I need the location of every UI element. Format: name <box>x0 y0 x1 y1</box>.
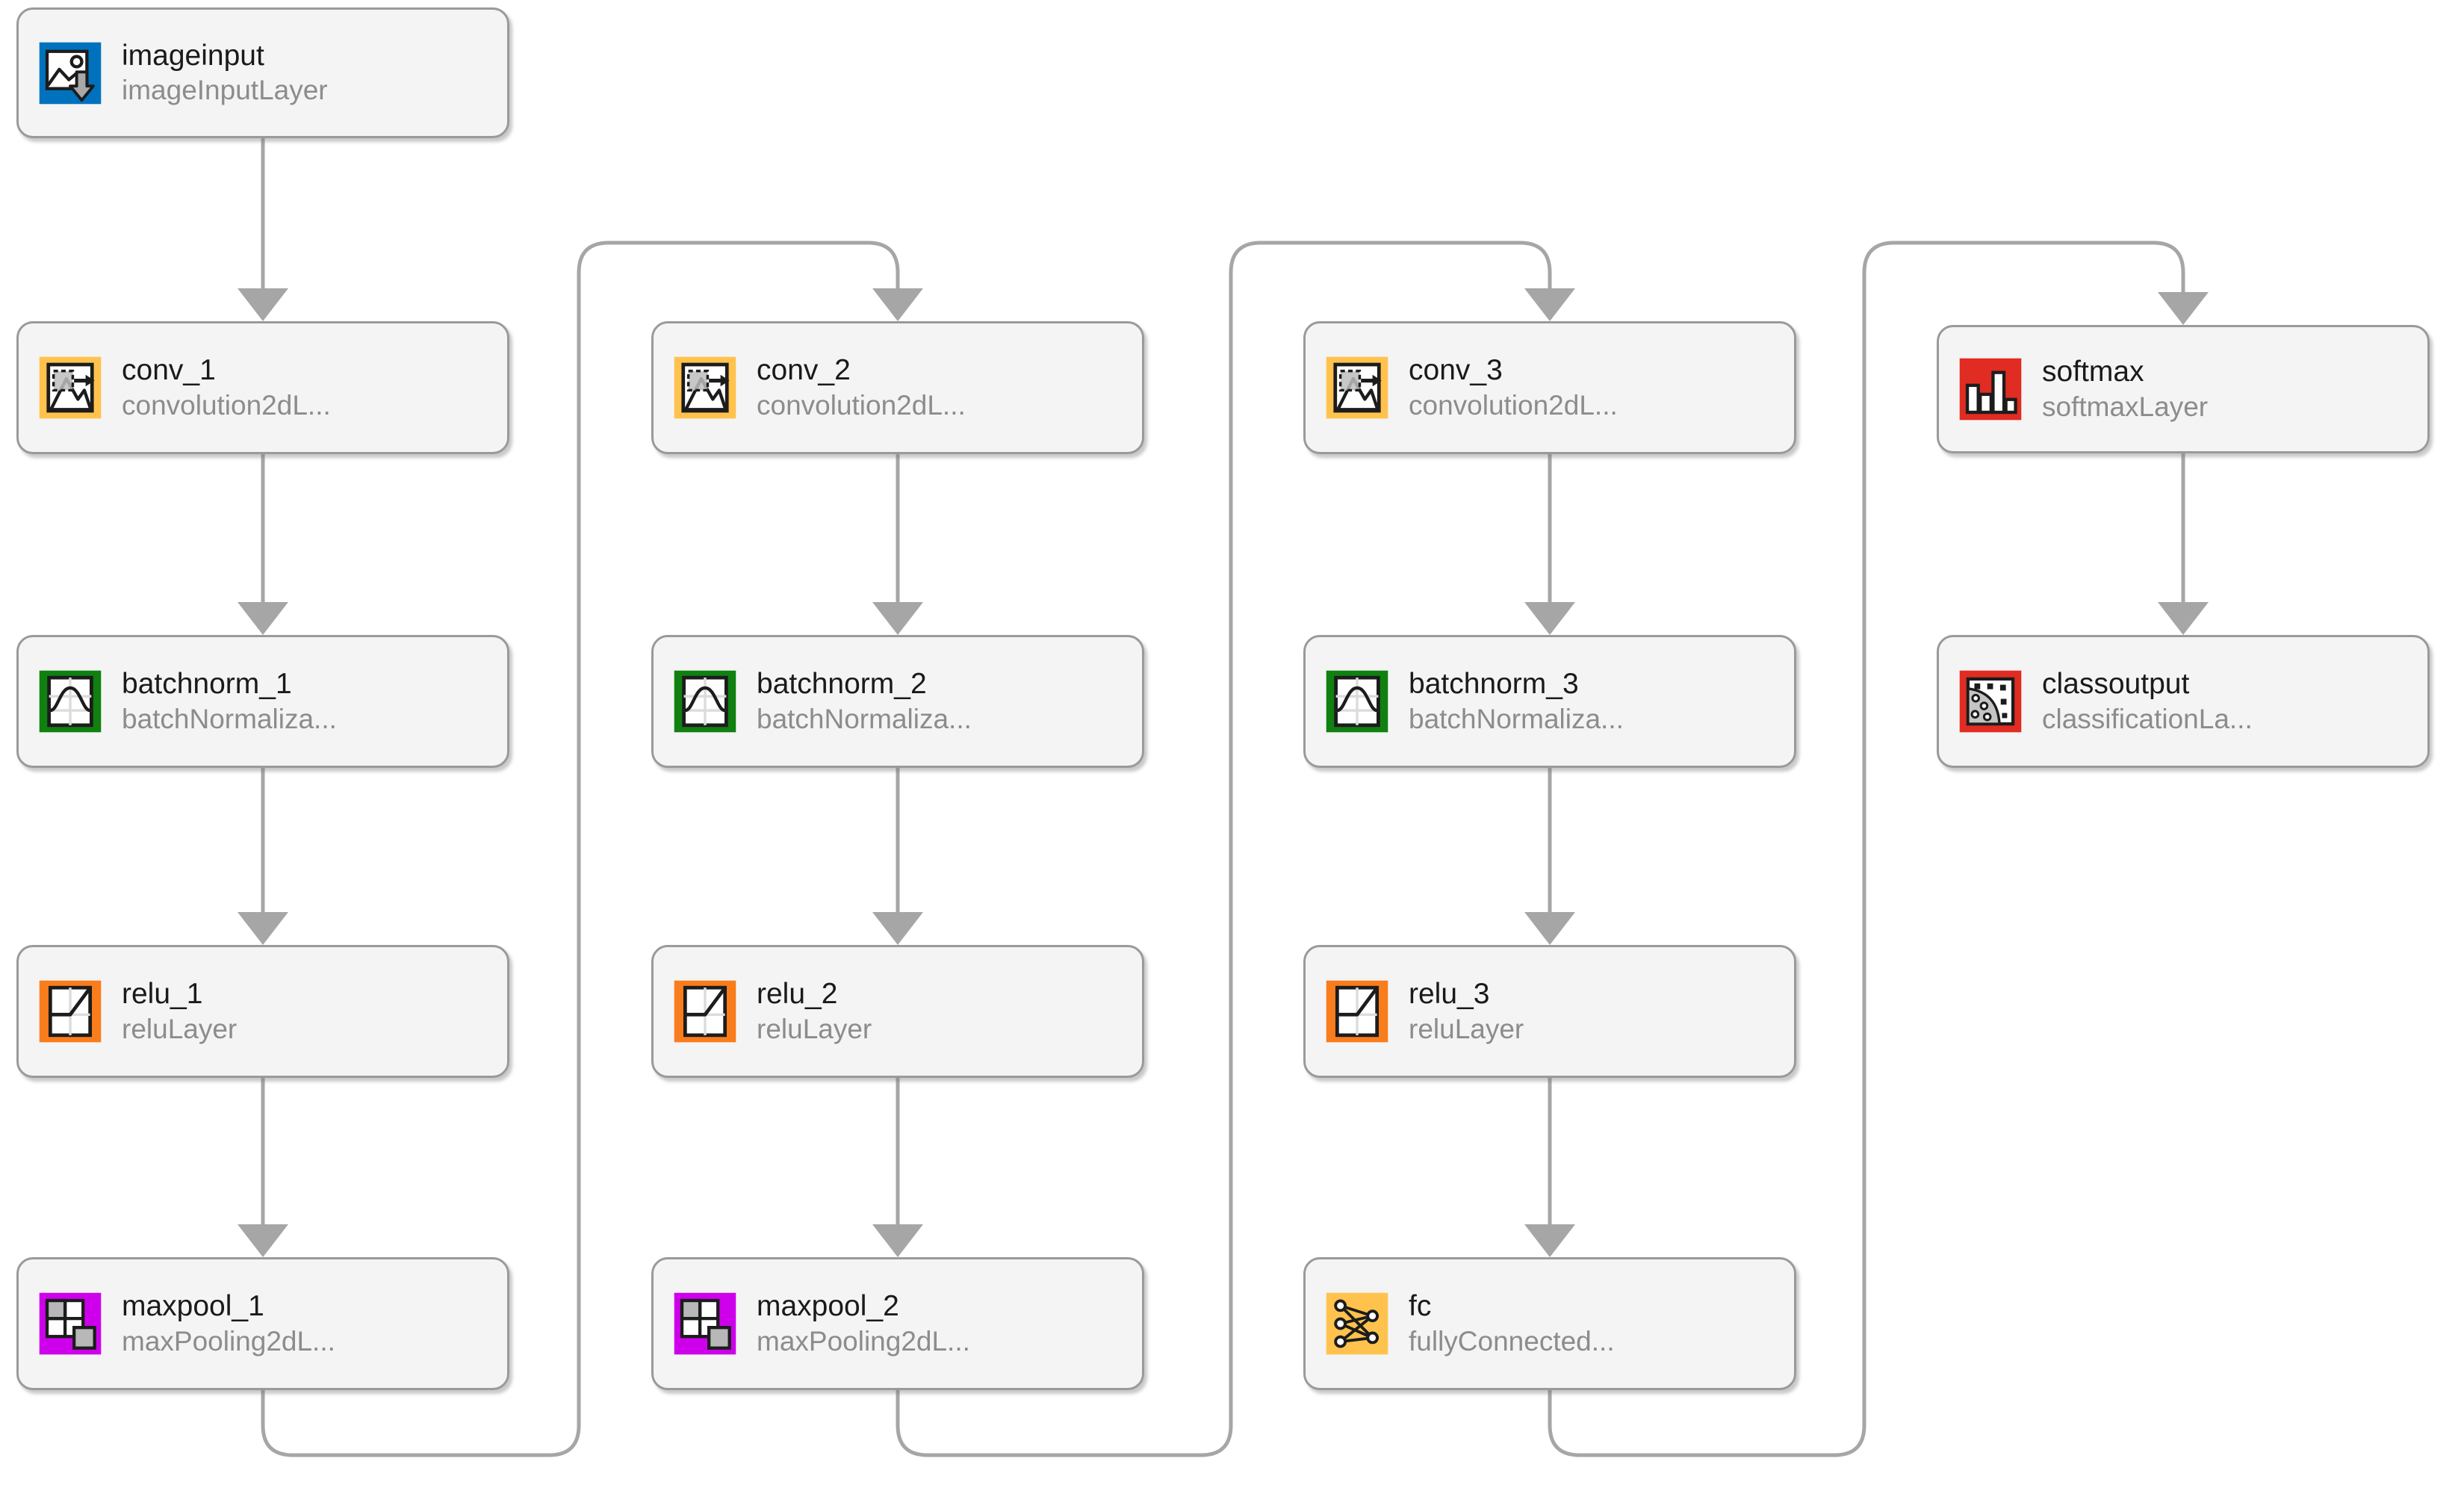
edge-relu_2-maxpool_2-arrowhead <box>872 1224 923 1257</box>
layer-node-type: convolution2dL... <box>122 389 331 421</box>
layer-node-name: conv_3 <box>1409 354 1503 387</box>
convolution-icon <box>673 356 737 420</box>
edge-conv_1-batchnorm_1-arrowhead <box>238 602 288 635</box>
edge-imageinput-conv_1-arrowhead <box>238 288 288 321</box>
layer-node-name: conv_2 <box>757 354 851 387</box>
layer-node-name: maxpool_2 <box>757 1290 899 1323</box>
layer-node-type: classificationLa... <box>2042 703 2253 734</box>
layer-node-type: reluLayer <box>1409 1013 1524 1044</box>
edge-relu_3-fc-arrowhead <box>1524 1224 1575 1257</box>
layer-node-type: batchNormaliza... <box>1409 703 1624 734</box>
layer-node-name: conv_1 <box>122 354 216 387</box>
edge-batchnorm_3-relu_3-arrowhead <box>1524 912 1575 945</box>
image-input-icon <box>38 41 102 105</box>
softmax-icon <box>1958 357 2023 421</box>
layer-node-type: convolution2dL... <box>1409 389 1618 421</box>
layer-node-name: classoutput <box>2042 668 2190 701</box>
layer-node-name: relu_2 <box>757 978 838 1011</box>
layer-node-name: batchnorm_1 <box>122 668 292 701</box>
edge-batchnorm_2-relu_2-arrowhead <box>872 912 923 945</box>
fully-connected-icon <box>1325 1292 1389 1356</box>
batch-normalization-icon <box>38 669 102 734</box>
layer-node-name: fc <box>1409 1290 1432 1323</box>
classification-output-icon <box>1958 669 2023 734</box>
layer-node-name: relu_3 <box>1409 978 1490 1011</box>
edge-relu_1-maxpool_1-arrowhead <box>238 1224 288 1257</box>
edge-conv_2-batchnorm_2-arrowhead <box>872 602 923 635</box>
relu-icon <box>38 979 102 1044</box>
convolution-icon <box>38 356 102 420</box>
max-pooling-icon <box>673 1292 737 1356</box>
layer-node-name: batchnorm_2 <box>757 668 927 701</box>
edge-conv_3-batchnorm_3-arrowhead <box>1524 602 1575 635</box>
layer-node-name: maxpool_1 <box>122 1290 264 1323</box>
layer-node-name: batchnorm_3 <box>1409 668 1579 701</box>
layer-node-name: imageinput <box>122 39 264 72</box>
layer-node-name: relu_1 <box>122 978 203 1011</box>
edge-maxpool_2-conv_3-arrowhead <box>1524 288 1575 321</box>
edge-maxpool_1-conv_2-arrowhead <box>872 288 923 321</box>
edge-fc-softmax-arrowhead <box>2158 292 2209 325</box>
layer-node-type: batchNormaliza... <box>757 703 972 734</box>
relu-icon <box>673 979 737 1044</box>
layer-node-type: batchNormaliza... <box>122 703 337 734</box>
layer-node-type: maxPooling2dL... <box>122 1325 335 1357</box>
batch-normalization-icon <box>1325 669 1389 734</box>
layer-node-name: softmax <box>2042 356 2144 388</box>
max-pooling-icon <box>38 1292 102 1356</box>
convolution-icon <box>1325 356 1389 420</box>
layer-node-type: fullyConnected... <box>1409 1325 1615 1357</box>
edge-softmax-classoutput-arrowhead <box>2158 602 2209 635</box>
relu-icon <box>1325 979 1389 1044</box>
layer-node-type: softmaxLayer <box>2042 391 2209 422</box>
batch-normalization-icon <box>673 669 737 734</box>
layer-node-type: reluLayer <box>757 1013 872 1044</box>
layer-node-type: convolution2dL... <box>757 389 966 421</box>
layer-node-type: reluLayer <box>122 1013 238 1044</box>
layer-node-type: maxPooling2dL... <box>757 1325 970 1357</box>
edge-batchnorm_1-relu_1-arrowhead <box>238 912 288 945</box>
layer-node-type: imageInputLayer <box>122 75 328 106</box>
